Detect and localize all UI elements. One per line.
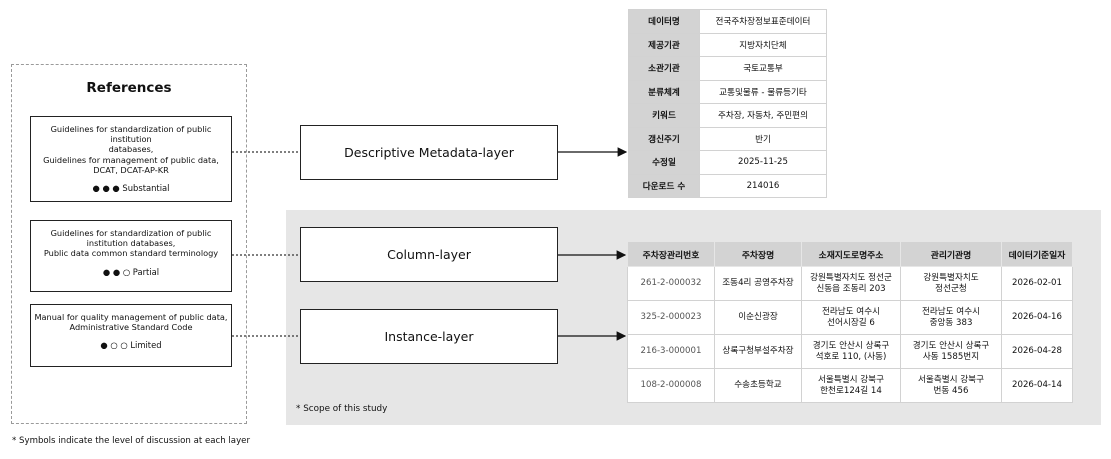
table-cell: 상록구청부설주차장	[714, 334, 802, 369]
table-cell: 216-3-000001	[627, 334, 715, 369]
reference-text: Manual for quality management of public …	[34, 312, 228, 333]
level-symbol: ● ● ○ Partial	[102, 266, 160, 277]
table-cell: 2026-02-01	[1001, 266, 1073, 301]
table-cell: 경기도 안산시 상록구 석호로 110, (사동)	[801, 334, 901, 369]
table-cell: 서울측별시 강북구 번동 456	[900, 368, 1002, 403]
references-title: References	[86, 80, 172, 96]
table-cell: 2026-04-28	[1001, 334, 1073, 369]
descriptive-metadata-layer-box: Descriptive Metadata-layer	[300, 125, 558, 180]
instance-layer-box: Instance-layer	[300, 309, 558, 364]
reference-text: Guidelines for standardization of public…	[43, 124, 219, 175]
metadata-value: 주차장, 자동차, 주민편의	[699, 103, 827, 128]
reference-box-partial: Guidelines for standardization of public…	[30, 220, 232, 292]
metadata-value: 214016	[699, 173, 827, 198]
table-cell: 2026-04-14	[1001, 368, 1073, 403]
metadata-key: 수정일	[628, 150, 700, 175]
reference-box-substantial: Guidelines for standardization of public…	[30, 116, 232, 202]
metadata-value: 지방자치단체	[699, 32, 827, 57]
column-header: 주차장명	[714, 241, 802, 267]
metadata-key: 키워드	[628, 103, 700, 128]
column-header: 주차장관리번호	[627, 241, 715, 267]
layer-label: Instance-layer	[384, 329, 474, 344]
metadata-value: 전국주차장정보표준데이터	[699, 9, 827, 34]
metadata-value: 국토교통부	[699, 56, 827, 81]
metadata-value: 교통및물류 - 물류등기타	[699, 79, 827, 104]
table-cell: 325-2-000023	[627, 300, 715, 335]
references-panel	[11, 64, 247, 424]
layer-label: Descriptive Metadata-layer	[344, 145, 514, 160]
metadata-key: 제공기관	[628, 32, 700, 57]
table-cell: 2026-04-16	[1001, 300, 1073, 335]
metadata-value: 2025-11-25	[699, 150, 827, 175]
column-header: 소재지도로명주소	[801, 241, 901, 267]
table-cell: 전라남도 여수시 선어시장길 6	[801, 300, 901, 335]
symbols-footnote: * Symbols indicate the level of discussi…	[12, 436, 250, 446]
column-layer-box: Column-layer	[300, 227, 558, 282]
reference-text: Guidelines for standardization of public…	[43, 228, 219, 259]
metadata-key: 다운로드 수	[628, 173, 700, 198]
table-cell: 조동4리 공영주차장	[714, 266, 802, 301]
metadata-key: 데이터명	[628, 9, 700, 34]
metadata-key: 소관기관	[628, 56, 700, 81]
table-cell: 서울특별시 강북구 한천로124길 14	[801, 368, 901, 403]
table-cell: 강원특별자치도 정선군청	[900, 266, 1002, 301]
level-symbol: ● ● ● Substantial	[92, 183, 170, 194]
metadata-key: 분류체계	[628, 79, 700, 104]
table-cell: 261-2-000032	[627, 266, 715, 301]
metadata-key: 갱신주기	[628, 126, 700, 151]
table-cell: 이순신광장	[714, 300, 802, 335]
level-symbol: ● ○ ○ Limited	[100, 340, 162, 351]
table-cell: 108-2-000008	[627, 368, 715, 403]
table-cell: 강원특별자치도 정선군 신동읍 조동리 203	[801, 266, 901, 301]
table-cell: 수송초등학교	[714, 368, 802, 403]
reference-box-limited: Manual for quality management of public …	[30, 304, 232, 367]
table-cell: 전라남도 여수시 중앙동 383	[900, 300, 1002, 335]
scope-label: * Scope of this study	[296, 404, 388, 414]
table-cell: 경기도 안산시 상록구 사동 1585번지	[900, 334, 1002, 369]
layer-label: Column-layer	[387, 247, 471, 262]
column-header: 데이터기준일자	[1001, 241, 1073, 267]
column-header: 관리기관명	[900, 241, 1002, 267]
metadata-value: 반기	[699, 126, 827, 151]
